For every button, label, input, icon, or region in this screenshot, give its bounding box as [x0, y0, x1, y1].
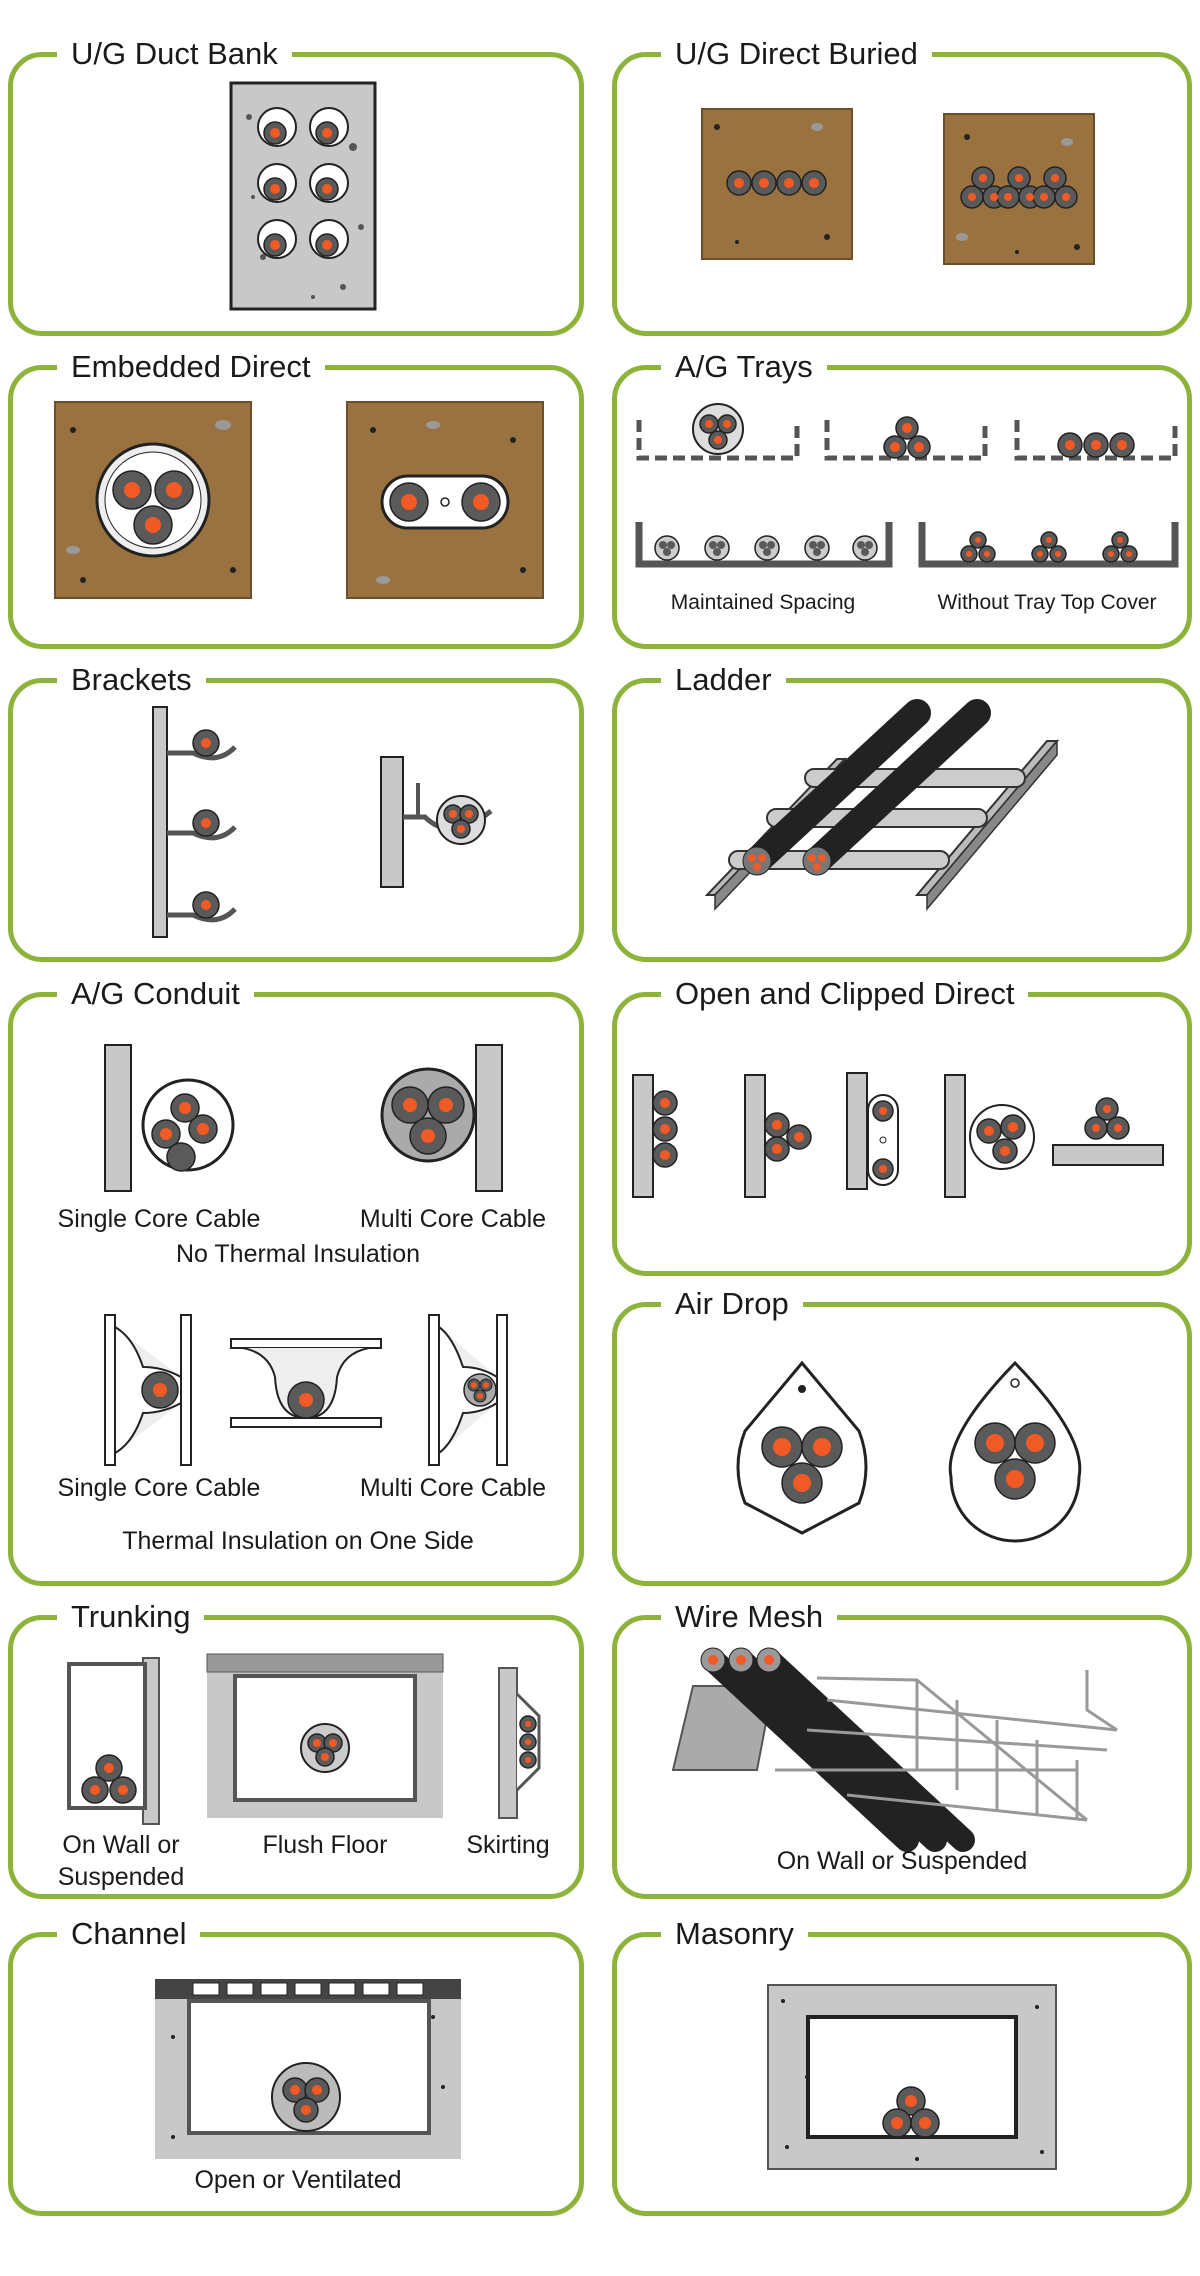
- channel-illustration: [155, 1979, 461, 2159]
- panel-title: A/G Conduit: [57, 975, 254, 1013]
- masonry-illustration: [767, 1984, 1057, 2170]
- caption-without-tray-top-cover: Without Tray Top Cover: [937, 591, 1157, 614]
- caption-on-wall-or: On Wall or: [62, 1831, 180, 1859]
- panel-title: Open and Clipped Direct: [661, 975, 1029, 1013]
- ag-trays-illustration: [635, 403, 1179, 568]
- direct-buried-illustration: [701, 108, 1095, 265]
- panel-title: Wire Mesh: [661, 1598, 838, 1636]
- caption-single-core-cable: Single Core Cable: [57, 1205, 261, 1233]
- panel-ug-direct-buried: U/G Direct Buried: [612, 35, 1192, 336]
- panel-wire-mesh: Wire Mesh On Wall or Suspended: [612, 1598, 1192, 1899]
- caption-multi-core-cable-insulated: Multi Core Cable: [359, 1474, 547, 1502]
- air-drop-illustration: [736, 1360, 1082, 1543]
- panel-title: U/G Direct Buried: [661, 35, 932, 73]
- caption-maintained-spacing: Maintained Spacing: [670, 591, 856, 614]
- ag-conduit-illustration: [104, 1044, 508, 1466]
- panel-open-clipped-direct: Open and Clipped Direct: [612, 975, 1192, 1276]
- duct-bank-illustration: [229, 81, 377, 311]
- caption-on-wall-or-suspended: On Wall or Suspended: [776, 1847, 1028, 1875]
- panel-title: Trunking: [57, 1598, 205, 1636]
- wire-mesh-illustration: [671, 1647, 1118, 1852]
- panel-ag-trays: A/G Trays: [612, 348, 1192, 649]
- caption-skirting: Skirting: [466, 1831, 550, 1859]
- panel-title: Brackets: [57, 661, 206, 699]
- caption-single-core-cable-insulated: Single Core Cable: [57, 1474, 261, 1502]
- caption-thermal-insulation-one-side: Thermal Insulation on One Side: [122, 1527, 474, 1555]
- panel-brackets: Brackets: [8, 661, 584, 962]
- embedded-direct-illustration: [54, 401, 544, 599]
- brackets-illustration: [152, 706, 493, 938]
- caption-suspended: Suspended: [57, 1863, 185, 1891]
- panel-title: Channel: [57, 1915, 201, 1953]
- panel-ladder: Ladder: [612, 661, 1192, 962]
- panel-air-drop: Air Drop: [612, 1285, 1192, 1586]
- trunking-illustration: [67, 1653, 541, 1825]
- panel-embedded-direct: Embedded Direct: [8, 348, 584, 649]
- panel-title: Masonry: [661, 1915, 808, 1953]
- panel-title: A/G Trays: [661, 348, 827, 386]
- panel-ug-duct-bank: U/G Duct Bank: [8, 35, 584, 336]
- panel-title: Ladder: [661, 661, 786, 699]
- ladder-illustration: [704, 699, 1060, 912]
- caption-open-or-ventilated: Open or Ventilated: [194, 2166, 402, 2194]
- panel-channel: Channel Open or Ventilated: [8, 1915, 584, 2216]
- caption-multi-core-cable: Multi Core Cable: [359, 1205, 547, 1233]
- panel-ag-conduit: A/G Conduit Single Core Cable Multi Core…: [8, 975, 584, 1586]
- panel-masonry: Masonry: [612, 1915, 1192, 2216]
- panel-trunking: Trunking On Wall or Suspended Flush Floo…: [8, 1598, 584, 1899]
- caption-no-thermal-insulation: No Thermal Insulation: [175, 1240, 421, 1268]
- panel-title: U/G Duct Bank: [57, 35, 292, 73]
- open-clipped-illustration: [632, 1072, 1164, 1198]
- panel-title: Embedded Direct: [57, 348, 325, 386]
- caption-flush-floor: Flush Floor: [262, 1831, 388, 1859]
- panel-title: Air Drop: [661, 1285, 803, 1323]
